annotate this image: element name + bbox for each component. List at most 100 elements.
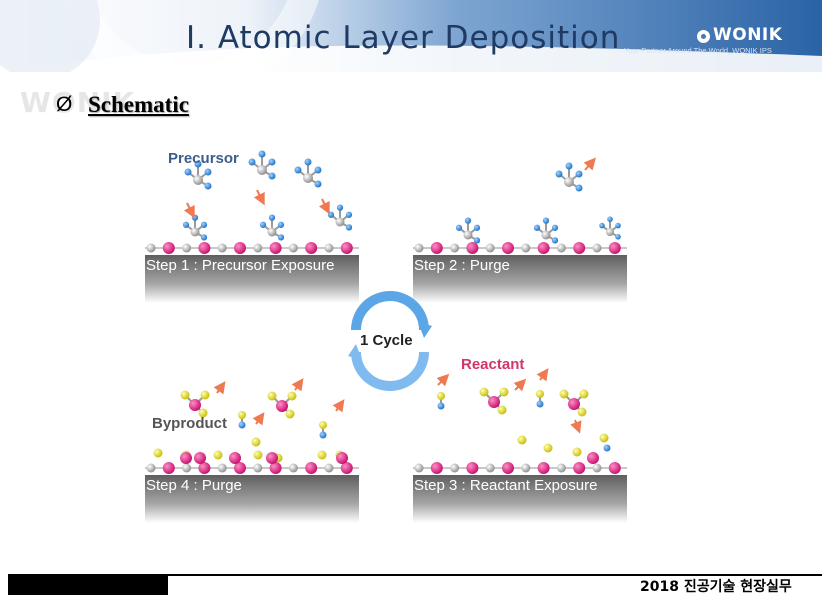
reactant-ligand-atom xyxy=(200,390,210,400)
surface-magenta-atom xyxy=(466,462,479,474)
byproduct-label: Byproduct xyxy=(152,415,227,432)
arrow-bullet-icon: Ø xyxy=(56,93,73,116)
yellow-atom xyxy=(253,450,263,460)
reactant-ligand-atom xyxy=(499,387,509,397)
footer-bar xyxy=(8,574,168,595)
precursor-center-atom xyxy=(606,228,614,236)
precursor-label: Precursor xyxy=(168,150,239,167)
reactant-ligand-atom xyxy=(577,407,587,417)
reactant-ligand-atom xyxy=(559,389,569,399)
section-heading: Schematic xyxy=(88,92,189,117)
yellow-atom xyxy=(213,450,223,460)
cycle-arrow-top xyxy=(351,291,429,331)
surface-gray-atom xyxy=(450,243,460,253)
step-2-label: Step 2 : Purge xyxy=(414,257,510,274)
precursor-ligand-atom xyxy=(551,237,559,244)
motion-arrow xyxy=(583,157,596,171)
precursor-ligand-atom xyxy=(555,170,563,178)
blue-atom xyxy=(238,421,246,429)
precursor-ligand-atom xyxy=(277,234,285,241)
surface-magenta-atom xyxy=(269,462,282,474)
precursor-ligand-atom xyxy=(204,168,212,176)
surface-magenta-atom xyxy=(305,462,318,474)
precursor-ligand-atom xyxy=(191,214,199,221)
precursor-ligand-atom xyxy=(258,150,266,158)
precursor-ligand-atom xyxy=(615,222,621,229)
reactant-ligand-atom xyxy=(579,389,589,399)
cycle-arrow-bottom xyxy=(351,351,429,391)
surface-magenta-atom xyxy=(198,242,211,254)
yellow-atom xyxy=(536,390,544,398)
precursor-ligand-atom xyxy=(268,214,276,221)
precursor-ligand-atom xyxy=(327,211,335,218)
step-1-label: Step 1 : Precursor Exposure xyxy=(146,257,335,274)
precursor-ligand-atom xyxy=(575,184,583,192)
precursor-center-atom xyxy=(541,230,551,240)
blue-atom xyxy=(319,431,327,439)
surface-gray-atom xyxy=(556,463,566,473)
motion-arrow xyxy=(252,412,265,426)
precursor-ligand-atom xyxy=(304,158,312,166)
header-background xyxy=(0,0,822,72)
precursor-ligand-atom xyxy=(314,166,322,174)
surface-magenta-atom xyxy=(234,462,246,474)
surface-gray-atom xyxy=(521,243,531,253)
surface-gray-atom xyxy=(450,463,460,473)
surface-gray-atom xyxy=(253,463,263,473)
surface-gray-atom xyxy=(182,463,192,473)
precursor-ligand-atom xyxy=(551,224,559,231)
precursor-center-atom xyxy=(193,175,203,185)
reactant-ligand-atom xyxy=(267,391,277,401)
footer-caption: 2018 진공기술 현장실무 xyxy=(640,579,792,595)
precursor-ligand-atom xyxy=(615,234,621,240)
surface-magenta-atom xyxy=(502,462,514,474)
precursor-ligand-atom xyxy=(194,160,202,168)
reactant-ligand-atom xyxy=(180,390,190,400)
motion-arrow xyxy=(436,373,450,387)
surface-gray-atom xyxy=(324,463,334,473)
surface-gray-atom xyxy=(182,243,192,253)
surface-gray-atom xyxy=(146,243,156,253)
magenta-atom xyxy=(180,452,192,464)
motion-arrow xyxy=(183,202,195,219)
motion-arrow xyxy=(318,198,330,215)
surface-magenta-atom xyxy=(198,462,211,474)
cycle-label: 1 Cycle xyxy=(360,332,413,349)
watermark: WONIK xyxy=(20,86,136,119)
yellow-atom xyxy=(317,450,327,460)
surface-magenta-atom xyxy=(537,462,550,474)
reactant-ligand-atom xyxy=(198,408,208,418)
motion-arrow xyxy=(536,368,549,382)
precursor-ligand-atom xyxy=(268,158,276,166)
surface-magenta-atom xyxy=(234,242,246,254)
motion-arrow xyxy=(253,189,265,206)
surface-gray-atom xyxy=(217,243,227,253)
surface-gray-atom xyxy=(485,463,495,473)
motion-arrow xyxy=(332,399,345,413)
reactant-center-atom xyxy=(189,399,201,411)
surface-magenta-atom xyxy=(608,462,621,474)
precursor-ligand-atom xyxy=(473,237,481,244)
surface-magenta-atom xyxy=(502,242,514,254)
company-logo: WONIK xyxy=(697,25,782,45)
cycle-arrowhead-icon xyxy=(418,322,432,338)
logo-tagline: Your Partner Around The World_WONIK IPS xyxy=(624,46,772,55)
precursor-center-atom xyxy=(564,177,574,187)
reactant-ligand-atom xyxy=(285,409,295,419)
yellow-atom xyxy=(319,421,327,429)
precursor-center-atom xyxy=(267,227,277,237)
precursor-ligand-atom xyxy=(345,224,353,231)
surface-gray-atom xyxy=(288,463,298,473)
precursor-ligand-atom xyxy=(345,211,353,218)
logo-ring-icon xyxy=(697,30,710,43)
precursor-ligand-atom xyxy=(473,224,481,231)
precursor-ligand-atom xyxy=(607,216,613,222)
substrate-block xyxy=(145,475,359,523)
substrate-block xyxy=(145,255,359,303)
surface-gray-atom xyxy=(217,463,227,473)
step-4-label: Step 4 : Purge xyxy=(146,477,242,494)
cycle-arrowhead-icon xyxy=(348,344,362,360)
blue-atom xyxy=(603,444,611,452)
precursor-center-atom xyxy=(335,217,345,227)
